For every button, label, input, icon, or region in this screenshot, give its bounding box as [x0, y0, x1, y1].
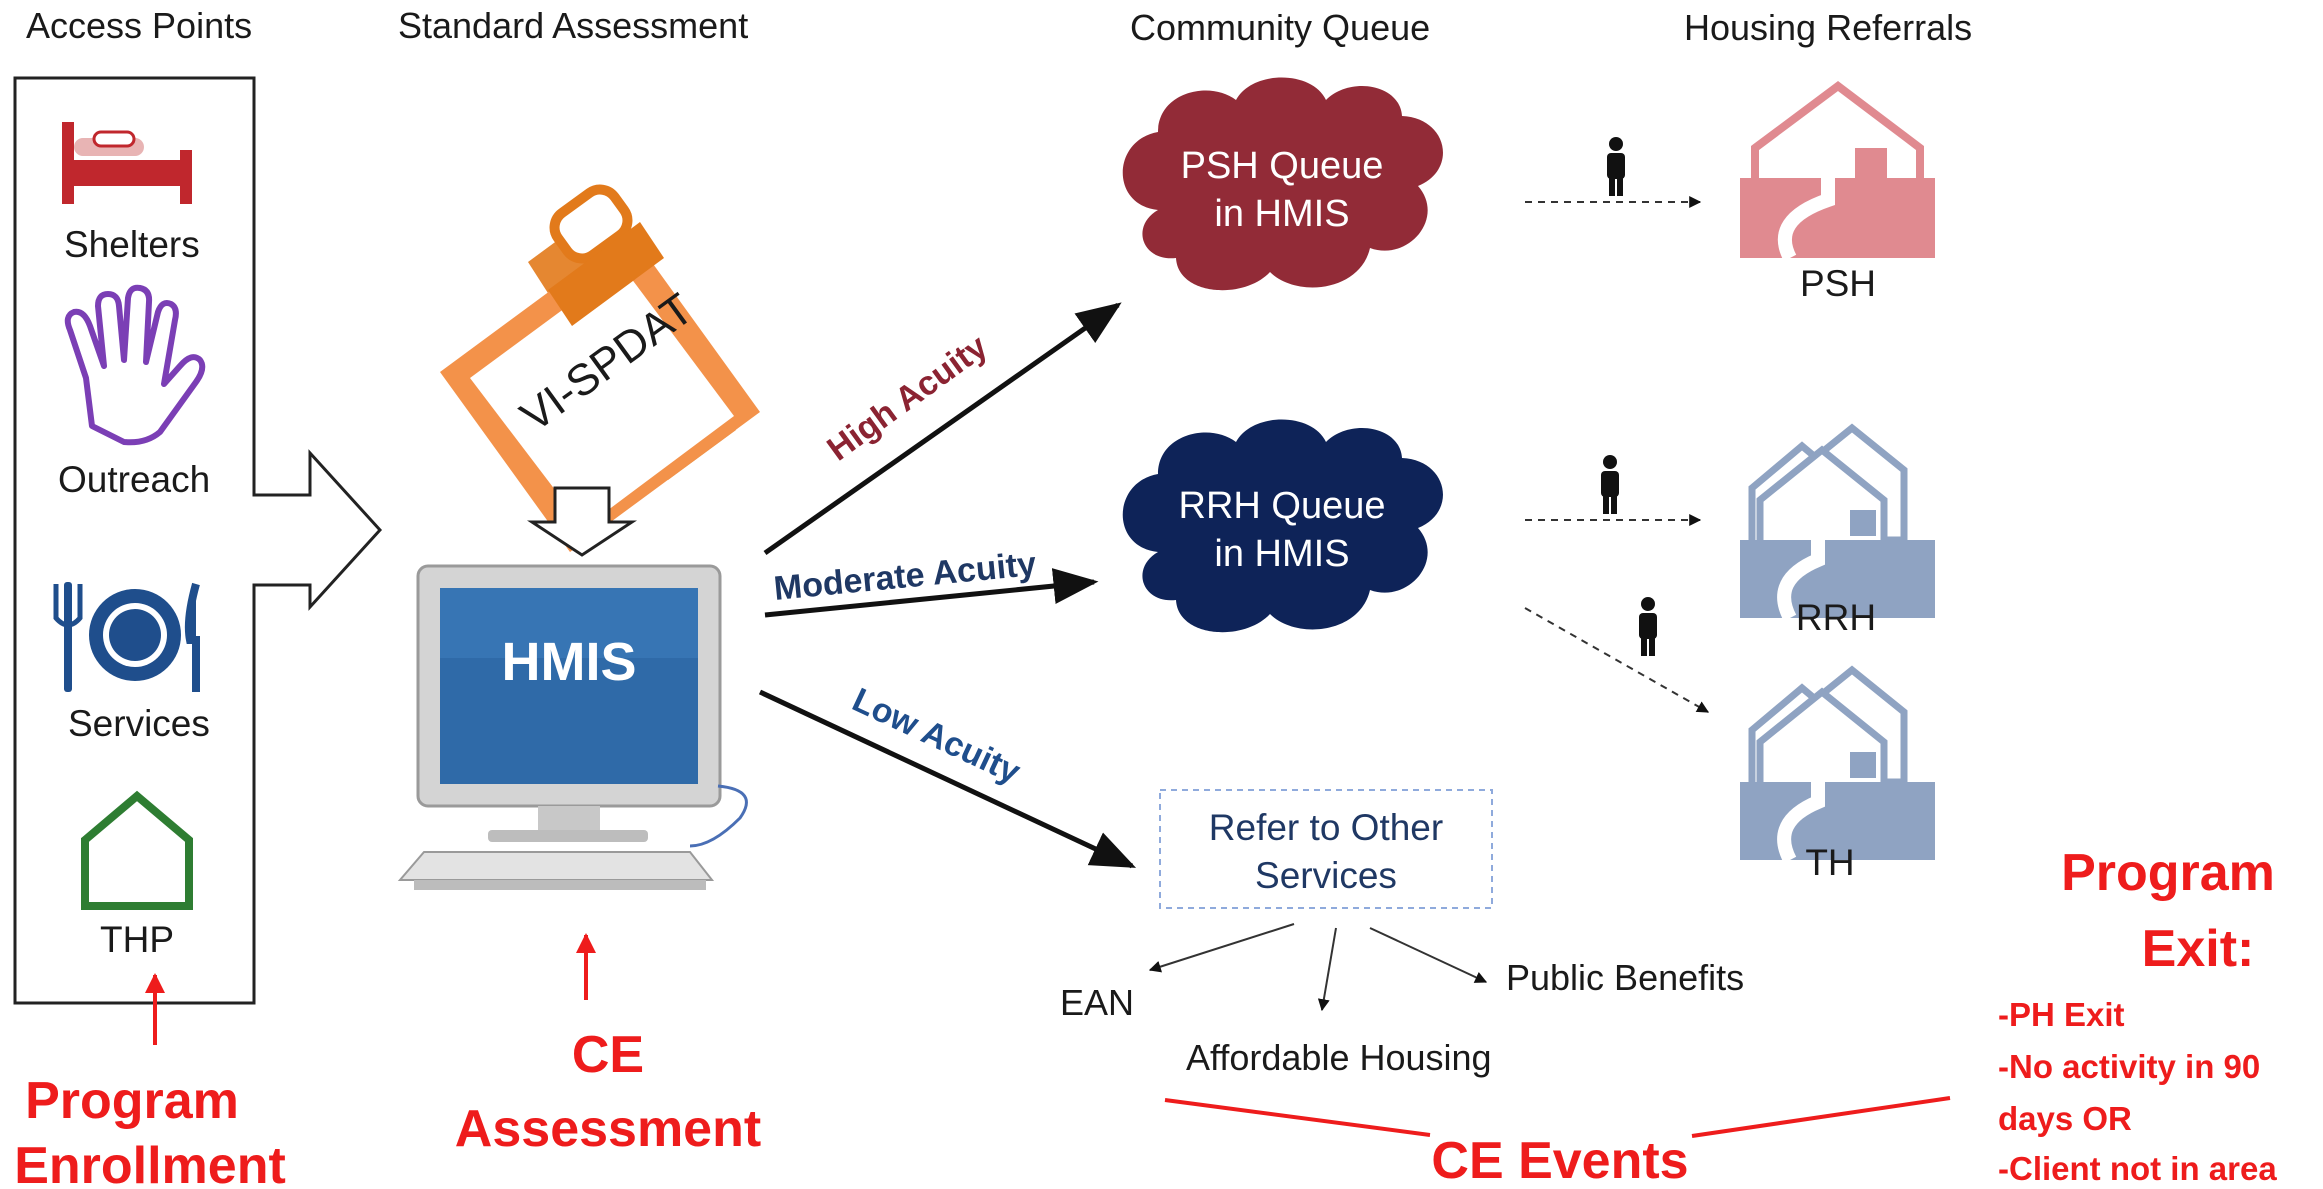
header-access-points: Access Points — [26, 5, 252, 46]
public-benefits-label: Public Benefits — [1506, 957, 1744, 998]
ean-arrow — [1148, 923, 1295, 973]
ce-events-line-right — [1691, 1096, 1951, 1138]
person-icon — [1601, 455, 1619, 514]
house-outline-icon — [81, 790, 193, 910]
psh-house-icon — [1740, 80, 1935, 262]
plate-icon — [53, 582, 200, 692]
header-housing-referrals: Housing Referrals — [1684, 7, 1972, 48]
header-community-queue: Community Queue — [1130, 7, 1430, 48]
access-point-label: THP — [100, 919, 174, 960]
refer-other-services-box — [1159, 789, 1493, 909]
down-arrow-icon — [527, 486, 637, 557]
affordable-housing-arrow — [1317, 927, 1337, 1012]
psh-queue-label: in HMIS — [1214, 193, 1349, 235]
program-enrollment-label: Enrollment — [14, 1137, 286, 1189]
rrh-queue-cloud — [1122, 419, 1443, 633]
th-referral-arrow — [1524, 607, 1710, 713]
affordable-housing-label: Affordable Housing — [1186, 1037, 1492, 1078]
program-exit-label: Program — [2061, 844, 2275, 902]
access-point-label: Shelters — [64, 224, 200, 265]
bed-icon — [62, 122, 192, 204]
refer-other-services-label: Services — [1255, 855, 1397, 896]
person-icon — [1607, 137, 1625, 196]
access-point-label: Outreach — [58, 459, 210, 500]
ce-events-line-left — [1164, 1098, 1431, 1137]
person-icon — [1639, 597, 1657, 656]
hand-icon — [64, 284, 206, 446]
rrh-queue-label: in HMIS — [1214, 533, 1349, 575]
referral-label: RRH — [1796, 597, 1876, 638]
rrh-queue-label: RRH Queue — [1179, 485, 1386, 527]
ce-events-label: CE Events — [1431, 1132, 1688, 1189]
ce-assessment-label: CE — [572, 1026, 644, 1084]
psh-queue-label: PSH Queue — [1181, 145, 1384, 187]
access-point-label: Services — [68, 703, 210, 744]
exit-criterion: -Client not in area — [1998, 1150, 2277, 1187]
high-acuity-label: High Acuity — [820, 327, 994, 468]
refer-other-services-label: Refer to Other — [1209, 807, 1443, 848]
public-benefits-arrow — [1369, 927, 1488, 983]
referral-label: TH — [1805, 842, 1854, 883]
ce-assessment-label: Assessment — [455, 1100, 761, 1158]
low-acuity-arrow — [758, 689, 1137, 869]
program-enrollment-label: Program — [25, 1072, 239, 1130]
exit-criterion: days OR — [1998, 1100, 2132, 1137]
ean-label: EAN — [1060, 982, 1134, 1023]
header-standard-assessment: Standard Assessment — [398, 5, 748, 46]
computer-icon: HMIS — [397, 564, 748, 890]
exit-criterion: -No activity in 90 — [1998, 1048, 2260, 1085]
access-points-panel — [13, 76, 383, 1005]
moderate-acuity-arrow — [764, 568, 1099, 618]
program-exit-label: Exit: — [2142, 920, 2255, 978]
th-house-icon — [1740, 665, 1935, 864]
computer-label: HMIS — [502, 632, 637, 692]
exit-criterion: -PH Exit — [1998, 996, 2125, 1033]
rrh-house-icon — [1740, 423, 1935, 622]
clipboard-icon: VI-SPDAT — [440, 184, 760, 552]
high-acuity-arrow — [763, 302, 1122, 556]
psh-queue-cloud — [1122, 77, 1443, 291]
referral-label: PSH — [1800, 263, 1876, 304]
